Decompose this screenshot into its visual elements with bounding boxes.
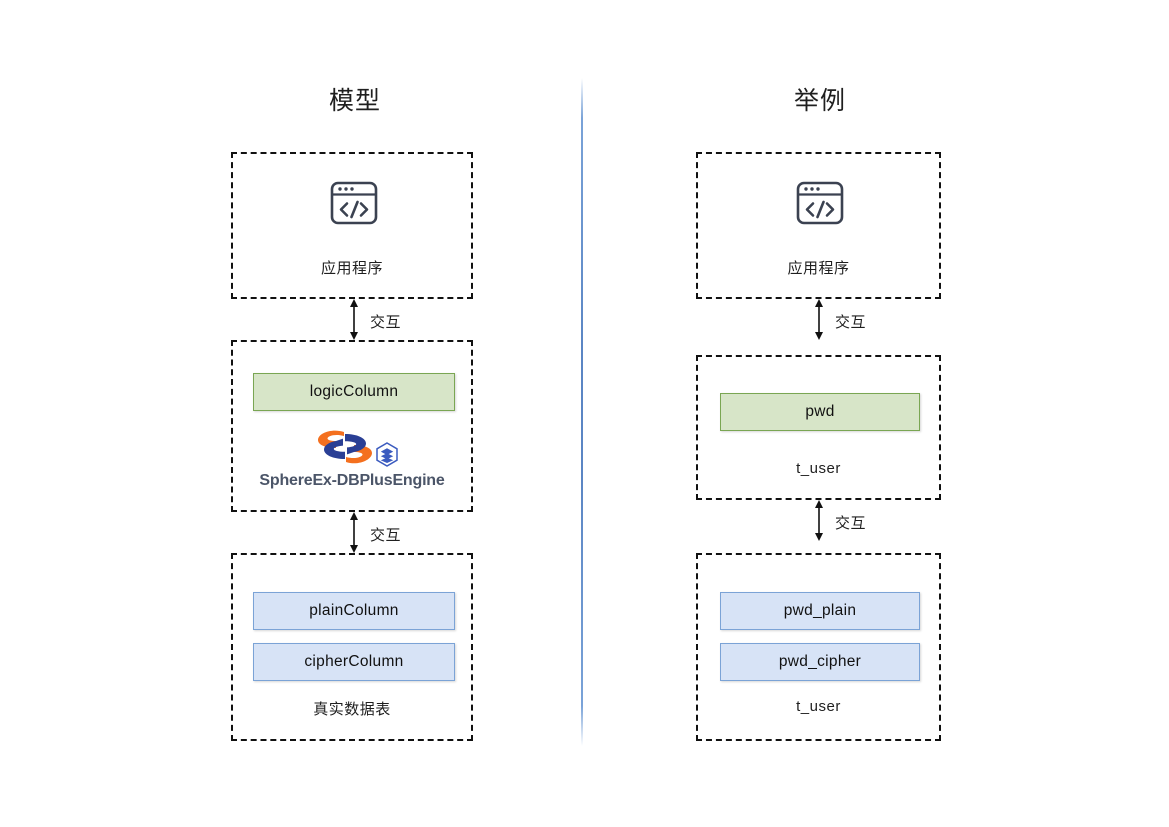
model-chip-cipher-column[interactable]: cipherColumn bbox=[253, 643, 455, 681]
example-layer-engine: pwd t_user bbox=[696, 355, 941, 500]
model-layer-storage: plainColumn cipherColumn 真实数据表 bbox=[231, 553, 473, 741]
example-engine-caption: t_user bbox=[796, 460, 841, 477]
example-connector-engine-storage: 交互 bbox=[809, 500, 929, 541]
model-chip-plain-column[interactable]: plainColumn bbox=[253, 592, 455, 630]
column-title-example: 举例 bbox=[793, 87, 846, 115]
code-window-icon bbox=[793, 176, 847, 230]
column-divider bbox=[581, 78, 583, 746]
model-layer-application: 应用程序 bbox=[231, 152, 473, 299]
layer-stack-icon bbox=[376, 442, 398, 467]
example-connector-app-engine: 交互 bbox=[809, 299, 929, 340]
sphereex-brand: SphereEx-DBPlusEngine bbox=[233, 424, 471, 490]
model-storage-caption: 真实数据表 bbox=[313, 701, 391, 718]
example-application-caption: 应用程序 bbox=[787, 260, 850, 277]
example-chip-pwd-plain[interactable]: pwd_plain bbox=[720, 592, 920, 630]
model-connector-engine-storage: 交互 bbox=[344, 512, 464, 553]
example-layer-storage: pwd_plain pwd_cipher t_user bbox=[696, 553, 941, 741]
sphereex-brand-text: SphereEx-DBPlusEngine bbox=[259, 472, 445, 489]
model-connector-app-engine: 交互 bbox=[344, 299, 464, 340]
model-chip-logic-column[interactable]: logicColumn bbox=[253, 373, 455, 411]
sphereex-logo-icon bbox=[302, 424, 402, 470]
example-connector-label-2: 交互 bbox=[835, 515, 867, 532]
model-layer-engine: logicColumn bbox=[231, 340, 473, 512]
example-chip-pwd[interactable]: pwd bbox=[720, 393, 920, 431]
model-connector-label-2: 交互 bbox=[370, 527, 402, 544]
code-window-icon bbox=[327, 176, 381, 230]
example-connector-label-1: 交互 bbox=[835, 314, 867, 331]
example-layer-application: 应用程序 bbox=[696, 152, 941, 299]
model-connector-label-1: 交互 bbox=[370, 314, 402, 331]
model-application-caption: 应用程序 bbox=[320, 260, 383, 277]
example-storage-caption: t_user bbox=[796, 698, 841, 715]
column-title-model: 模型 bbox=[328, 87, 381, 115]
example-chip-pwd-cipher[interactable]: pwd_cipher bbox=[720, 643, 920, 681]
